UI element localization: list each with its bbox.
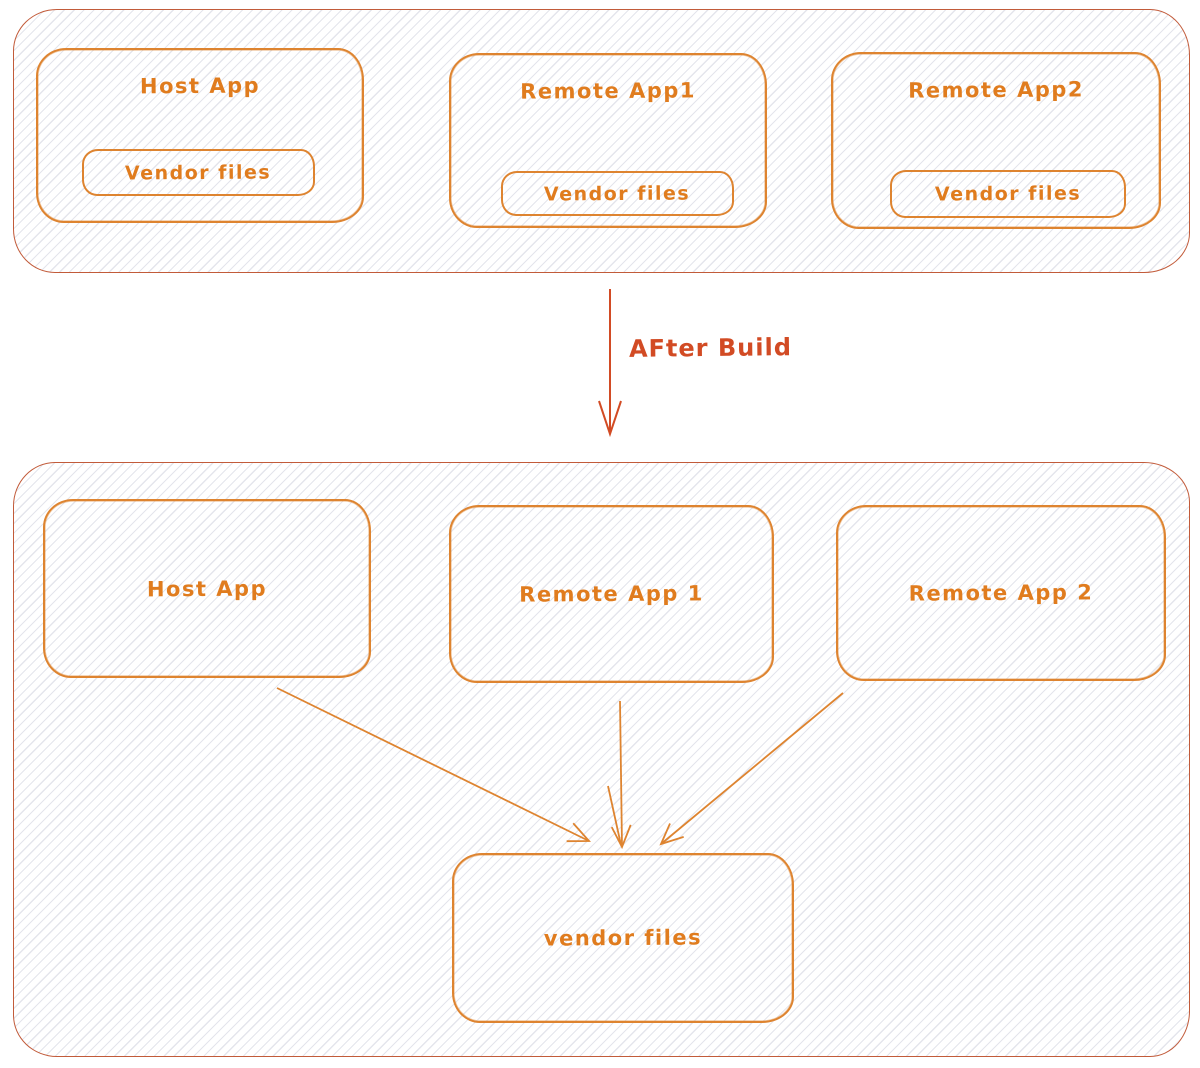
before-remote-app1-label: Remote App1 bbox=[520, 78, 697, 104]
after-remote-app2-box: Remote App 2 bbox=[836, 505, 1166, 681]
before-host-app-box: Host App Vendor files bbox=[36, 48, 364, 223]
before-remote1-vendor-files-label: Vendor files bbox=[544, 181, 691, 206]
after-remote-app1-box: Remote App 1 bbox=[449, 505, 774, 683]
before-remote-app2-box: Remote App2 Vendor files bbox=[831, 52, 1161, 229]
after-build-label: AFter Build bbox=[628, 333, 793, 363]
before-host-vendor-files-label: Vendor files bbox=[125, 160, 272, 185]
after-host-app-box: Host App bbox=[43, 499, 371, 678]
after-vendor-files-label: vendor files bbox=[543, 925, 703, 951]
before-host-vendor-files-box: Vendor files bbox=[82, 149, 315, 196]
before-build-container: Host App Vendor files Remote App1 Vendor… bbox=[13, 9, 1190, 273]
before-remote2-vendor-files-label: Vendor files bbox=[934, 182, 1082, 206]
before-remote1-vendor-files-box: Vendor files bbox=[501, 171, 734, 216]
after-vendor-files-box: vendor files bbox=[452, 853, 794, 1023]
after-remote-app1-label: Remote App 1 bbox=[519, 581, 704, 607]
before-remote2-vendor-files-box: Vendor files bbox=[890, 170, 1126, 218]
before-remote-app2-label: Remote App2 bbox=[908, 77, 1085, 103]
after-remote-app2-label: Remote App 2 bbox=[908, 580, 1094, 606]
before-remote-app1-box: Remote App1 Vendor files bbox=[449, 53, 767, 228]
after-build-container: Host App Remote App 1 Remote App 2 vendo… bbox=[13, 462, 1190, 1057]
before-host-app-label: Host App bbox=[139, 73, 261, 99]
after-host-app-label: Host App bbox=[146, 576, 268, 601]
